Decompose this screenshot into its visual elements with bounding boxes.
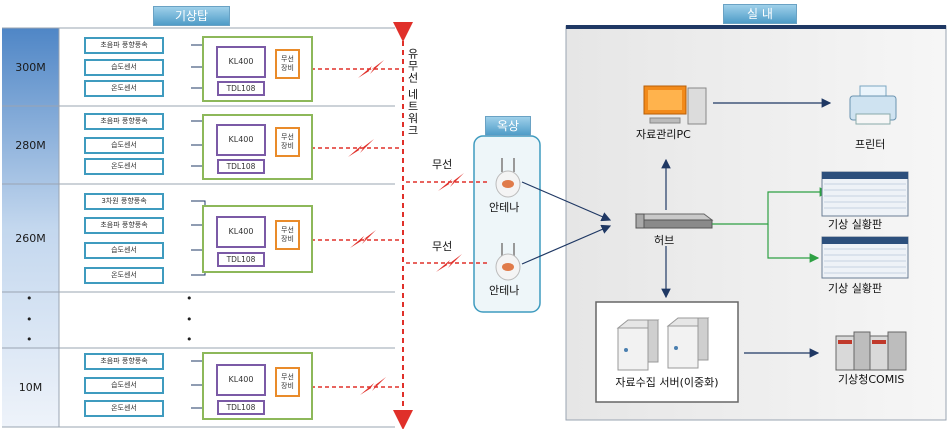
wireless-label: 무선: [432, 240, 453, 253]
printer-label: 프린터: [855, 138, 886, 151]
tower-header: 기상탑: [153, 6, 230, 26]
sensor-box: 습도센서: [84, 242, 164, 259]
server-icon: [616, 317, 710, 371]
height-label-10: 10M: [18, 381, 43, 394]
height-label-260: 260M: [15, 231, 46, 245]
kl400-logger: KL400: [216, 364, 266, 396]
server-label: 자료수집 서버(이중화): [615, 376, 719, 389]
level-separators: [2, 27, 395, 428]
sensor-box: 초음파 풍향풍속: [84, 37, 164, 54]
network-label: 유무선 네트워크: [406, 48, 419, 137]
hub-label: 허브: [654, 234, 675, 247]
lightning-icon: [436, 254, 462, 272]
sensor-box: 초음파 풍향풍속: [84, 353, 164, 370]
ellipsis-dot: •: [186, 313, 193, 326]
antenna-label: 안테나: [489, 201, 520, 214]
height-label-300: 300M: [15, 60, 46, 74]
sensor-box: 3차원 풍향풍속: [84, 193, 164, 210]
sensor-box: 습도센서: [84, 59, 164, 76]
status-board-icon: [821, 171, 909, 217]
kl400-logger: KL400: [216, 46, 266, 78]
wireless-label: 무선: [432, 158, 453, 171]
ellipsis-dot: •: [26, 313, 33, 326]
tdl108-logger: TDL108: [217, 159, 265, 174]
rooftop-box: [473, 135, 541, 313]
hub-icon: [634, 213, 714, 229]
comis-rack-icon: [835, 331, 907, 371]
sensor-box: 초음파 풍향풍속: [84, 113, 164, 130]
hub-board-links: [712, 187, 830, 263]
antenna-icon: [495, 243, 521, 281]
hub-links: [661, 98, 832, 358]
sensor-box: 온도센서: [84, 80, 164, 97]
lightning-icon: [360, 377, 386, 395]
rooftop-header: 옥상: [485, 116, 531, 136]
comis-label: 기상청COMIS: [838, 373, 905, 386]
kl400-logger: KL400: [216, 124, 266, 156]
tdl108-logger: TDL108: [217, 252, 265, 267]
lightning-icon: [438, 173, 464, 191]
tdl108-logger: TDL108: [217, 81, 265, 96]
antenna-label: 안테나: [489, 284, 520, 297]
pc-icon: [643, 85, 707, 125]
status-board-label: 기상 실황판: [828, 282, 883, 295]
status-board-label: 기상 실황판: [828, 218, 883, 231]
wireless-equipment: 무선 장비: [275, 367, 300, 397]
sensor-box: 온도센서: [84, 267, 164, 284]
lightning-icon: [348, 139, 374, 157]
sensor-box: 습도센서: [84, 377, 164, 394]
ellipsis-dot: •: [26, 333, 33, 346]
height-label-280: 280M: [15, 138, 46, 152]
tower-wireless-links: [311, 68, 490, 388]
wireless-equipment: 무선 장비: [275, 127, 300, 157]
sensor-box: 초음파 풍향풍속: [84, 217, 164, 234]
lightning-icon: [350, 230, 376, 248]
wireless-equipment: 무선 장비: [275, 49, 300, 79]
antenna-hub-links: [521, 181, 612, 265]
wireless-equipment: 무선 장비: [275, 220, 300, 250]
ellipsis-dot: •: [186, 292, 193, 305]
sensor-box: 온도센서: [84, 158, 164, 175]
antenna-icon: [495, 158, 521, 198]
status-board-icon: [821, 236, 909, 279]
lightning-icons: [348, 60, 464, 395]
sensor-box: 습도센서: [84, 137, 164, 154]
pc-label: 자료관리PC: [636, 128, 691, 141]
height-column: [2, 28, 59, 427]
kl400-logger: KL400: [216, 216, 266, 248]
indoor-header: 실 내: [723, 4, 797, 24]
ellipsis-dot: •: [186, 333, 193, 346]
sensor-box: 온도센서: [84, 400, 164, 417]
printer-icon: [849, 85, 897, 125]
lightning-icon: [358, 60, 384, 78]
tdl108-logger: TDL108: [217, 400, 265, 415]
ellipsis-dot: •: [26, 292, 33, 305]
